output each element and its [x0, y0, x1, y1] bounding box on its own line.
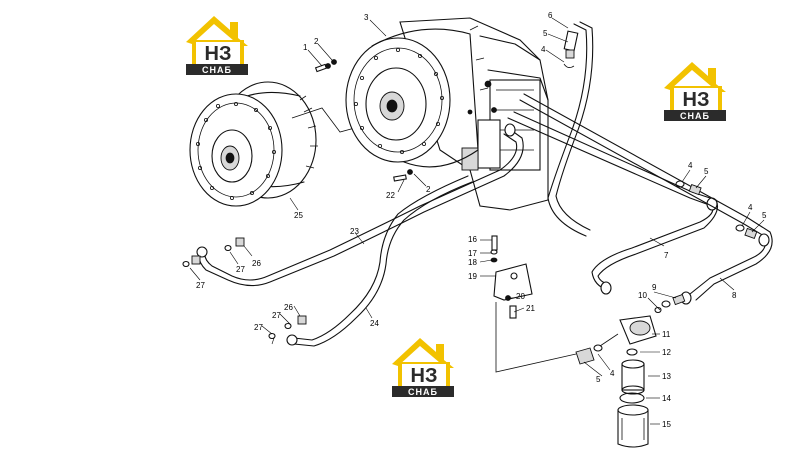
logo-caption: СНАБ [408, 387, 438, 397]
callout-2: 2 [314, 37, 319, 46]
callout-5: 5 [704, 167, 709, 176]
logo-mark: НЗ [683, 89, 710, 111]
fitting-4-5-upper [675, 180, 702, 196]
callout-9: 9 [652, 283, 657, 292]
fitting-9-10 [654, 293, 686, 314]
cooler-line-7 [507, 111, 719, 295]
logo-mark: НЗ [411, 365, 438, 387]
breather-hose-6 [547, 21, 594, 237]
callout-4: 4 [541, 45, 546, 54]
house-logo-icon: НЗ СНАБ [392, 338, 454, 397]
hose-23 [196, 123, 524, 287]
callout-1: 1 [303, 43, 308, 52]
brand-logo-watermark: НЗ СНАБ [388, 334, 458, 398]
callout-10: 10 [638, 291, 647, 300]
callout-5: 5 [543, 29, 548, 38]
fitting-26-27-upper [182, 237, 245, 268]
callout-7: 7 [664, 251, 669, 260]
hose-24 [286, 175, 473, 347]
callout-2: 2 [426, 185, 431, 194]
callout-22: 22 [386, 191, 395, 200]
bolt-1 [314, 59, 337, 73]
filter-assembly [575, 315, 657, 448]
callout-12: 12 [662, 348, 671, 357]
callout-26: 26 [284, 303, 293, 312]
house-logo-icon: НЗ СНАБ [664, 62, 726, 121]
callout-23: 23 [350, 227, 359, 236]
callout-11: 11 [662, 330, 671, 339]
callout-4: 4 [748, 203, 753, 212]
cooler-line-8 [519, 93, 773, 305]
callout-17: 17 [468, 249, 477, 258]
callout-27: 27 [272, 311, 281, 320]
logo-caption: СНАБ [680, 111, 710, 121]
callout-21: 21 [526, 304, 535, 313]
callout-3: 3 [364, 13, 369, 22]
callout-numbers: 1 2 3 4 5 6 4 5 4 5 7 8 9 10 11 12 13 14… [196, 11, 767, 429]
callout-24: 24 [370, 319, 379, 328]
callout-4: 4 [688, 161, 693, 170]
callout-27: 27 [254, 323, 263, 332]
callout-26: 26 [252, 259, 261, 268]
fitting-4-5-right [735, 224, 758, 240]
callout-5: 5 [762, 211, 767, 220]
transmission-housing [345, 17, 549, 211]
callout-19: 19 [468, 272, 477, 281]
callout-16: 16 [468, 235, 477, 244]
callout-27: 27 [196, 281, 205, 290]
mounting-bracket-19 [490, 235, 577, 373]
bolt-22 [393, 169, 413, 182]
callout-5: 5 [596, 375, 601, 384]
callout-15: 15 [662, 420, 671, 429]
logo-caption: СНАБ [202, 65, 232, 75]
callout-18: 18 [468, 258, 477, 267]
callout-4: 4 [610, 369, 615, 378]
callout-27: 27 [236, 265, 245, 274]
house-logo-icon: НЗ СНАБ [186, 16, 248, 75]
logo-mark: НЗ [205, 43, 232, 65]
leader-lines [189, 17, 765, 425]
callout-25: 25 [294, 211, 303, 220]
callout-8: 8 [732, 291, 737, 300]
brand-logo-watermark: НЗ СНАБ [660, 58, 730, 122]
callout-14: 14 [662, 394, 671, 403]
torque-converter-assembly [189, 81, 318, 207]
callout-13: 13 [662, 372, 671, 381]
brand-logo-watermark: НЗ СНАБ [182, 12, 252, 76]
callout-6: 6 [548, 11, 553, 20]
fitting-26-27-lower [268, 315, 307, 340]
callout-20: 20 [516, 292, 525, 301]
